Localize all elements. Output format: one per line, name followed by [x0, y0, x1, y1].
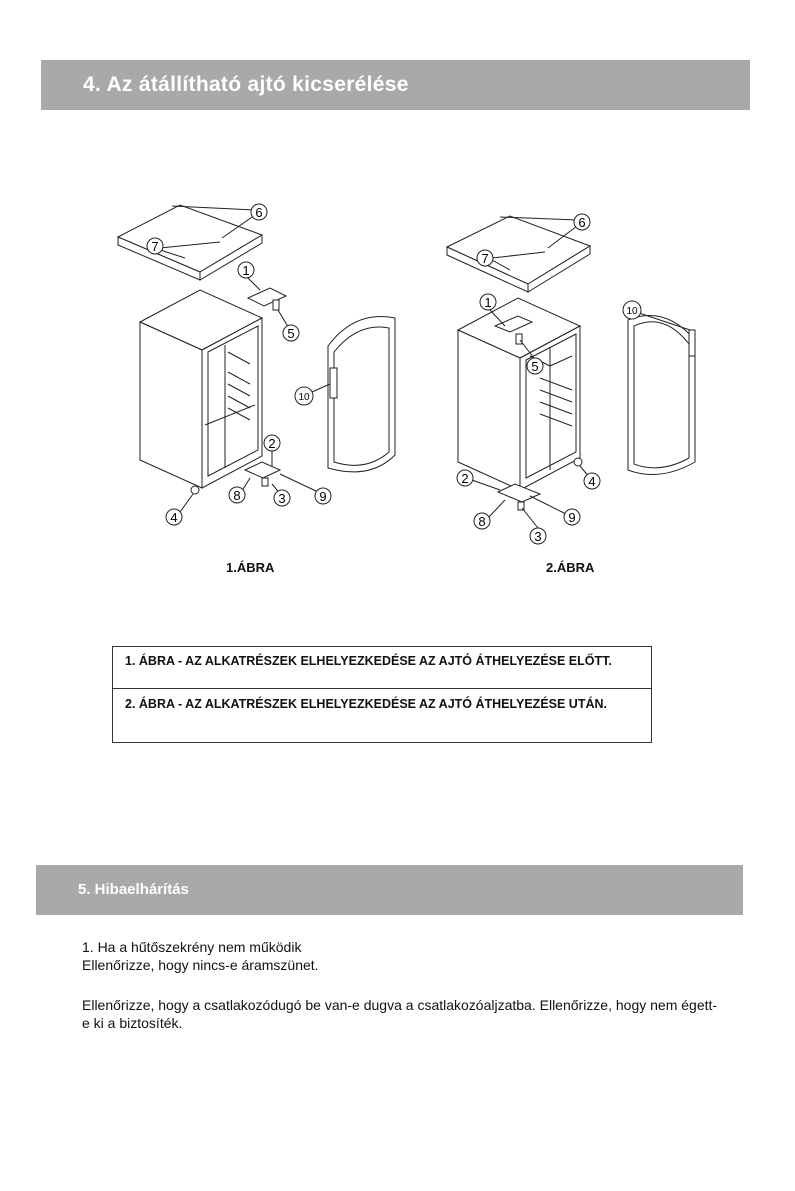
fig1-part-4: 4: [170, 510, 177, 525]
fig1-part-5: 5: [287, 326, 294, 341]
troubleshooting-item-heading: 1. Ha a hűtőszekrény nem működik: [82, 939, 302, 955]
legend-row-figure-1: 1. ÁBRA - AZ ALKATRÉSZEK ELHELYEZKEDÉSE …: [125, 654, 612, 668]
fig1-part-1: 1: [242, 263, 249, 278]
fig2-part-10: 10: [626, 306, 638, 317]
fig1-part-2: 2: [268, 436, 275, 451]
figure-1-caption: 1.ÁBRA: [226, 560, 275, 575]
figure-1-drawing: 6 7 1 5 10 2 8 3 9 4: [116, 203, 396, 526]
fig2-part-5: 5: [531, 359, 538, 374]
fig2-part-2: 2: [461, 471, 468, 486]
figure-legend-table: 1. ÁBRA - AZ ALKATRÉSZEK ELHELYEZKEDÉSE …: [112, 646, 652, 743]
door-reversal-diagrams: 6 7 1 5 10 2 8 3 9 4: [116, 203, 696, 545]
fig2-part-1: 1: [484, 295, 491, 310]
fig2-part-8: 8: [478, 514, 485, 529]
section-5-header: 5. Hibaelhárítás: [36, 865, 743, 915]
fig2-part-3: 3: [534, 529, 541, 544]
fig1-part-8: 8: [233, 488, 240, 503]
fig1-part-10: 10: [298, 392, 310, 403]
fig1-part-6: 6: [255, 205, 262, 220]
fig1-part-7: 7: [151, 239, 158, 254]
fig2-part-6: 6: [578, 215, 585, 230]
fig2-part-4: 4: [588, 474, 595, 489]
figure-2-caption: 2.ÁBRA: [546, 560, 595, 575]
figure-2-drawing: 6 7 1 10 5 4 2 8 9 3: [445, 213, 696, 545]
fig1-part-9: 9: [319, 489, 326, 504]
fig1-part-3: 3: [278, 491, 285, 506]
fig2-part-9: 9: [568, 510, 575, 525]
troubleshooting-check-plug-fuse: Ellenőrizze, hogy a csatlakozódugó be va…: [82, 997, 718, 1031]
section-4-header: 4. Az átállítható ajtó kicserélése: [41, 60, 750, 110]
section-5-title: 5. Hibaelhárítás: [78, 881, 189, 898]
fig2-part-7: 7: [481, 251, 488, 266]
section-4-title: 4. Az átállítható ajtó kicserélése: [83, 73, 409, 96]
legend-row-figure-2: 2. ÁBRA - AZ ALKATRÉSZEK ELHELYEZKEDÉSE …: [113, 688, 651, 743]
troubleshooting-check-power: Ellenőrizze, hogy nincs-e áramszünet.: [82, 957, 319, 973]
